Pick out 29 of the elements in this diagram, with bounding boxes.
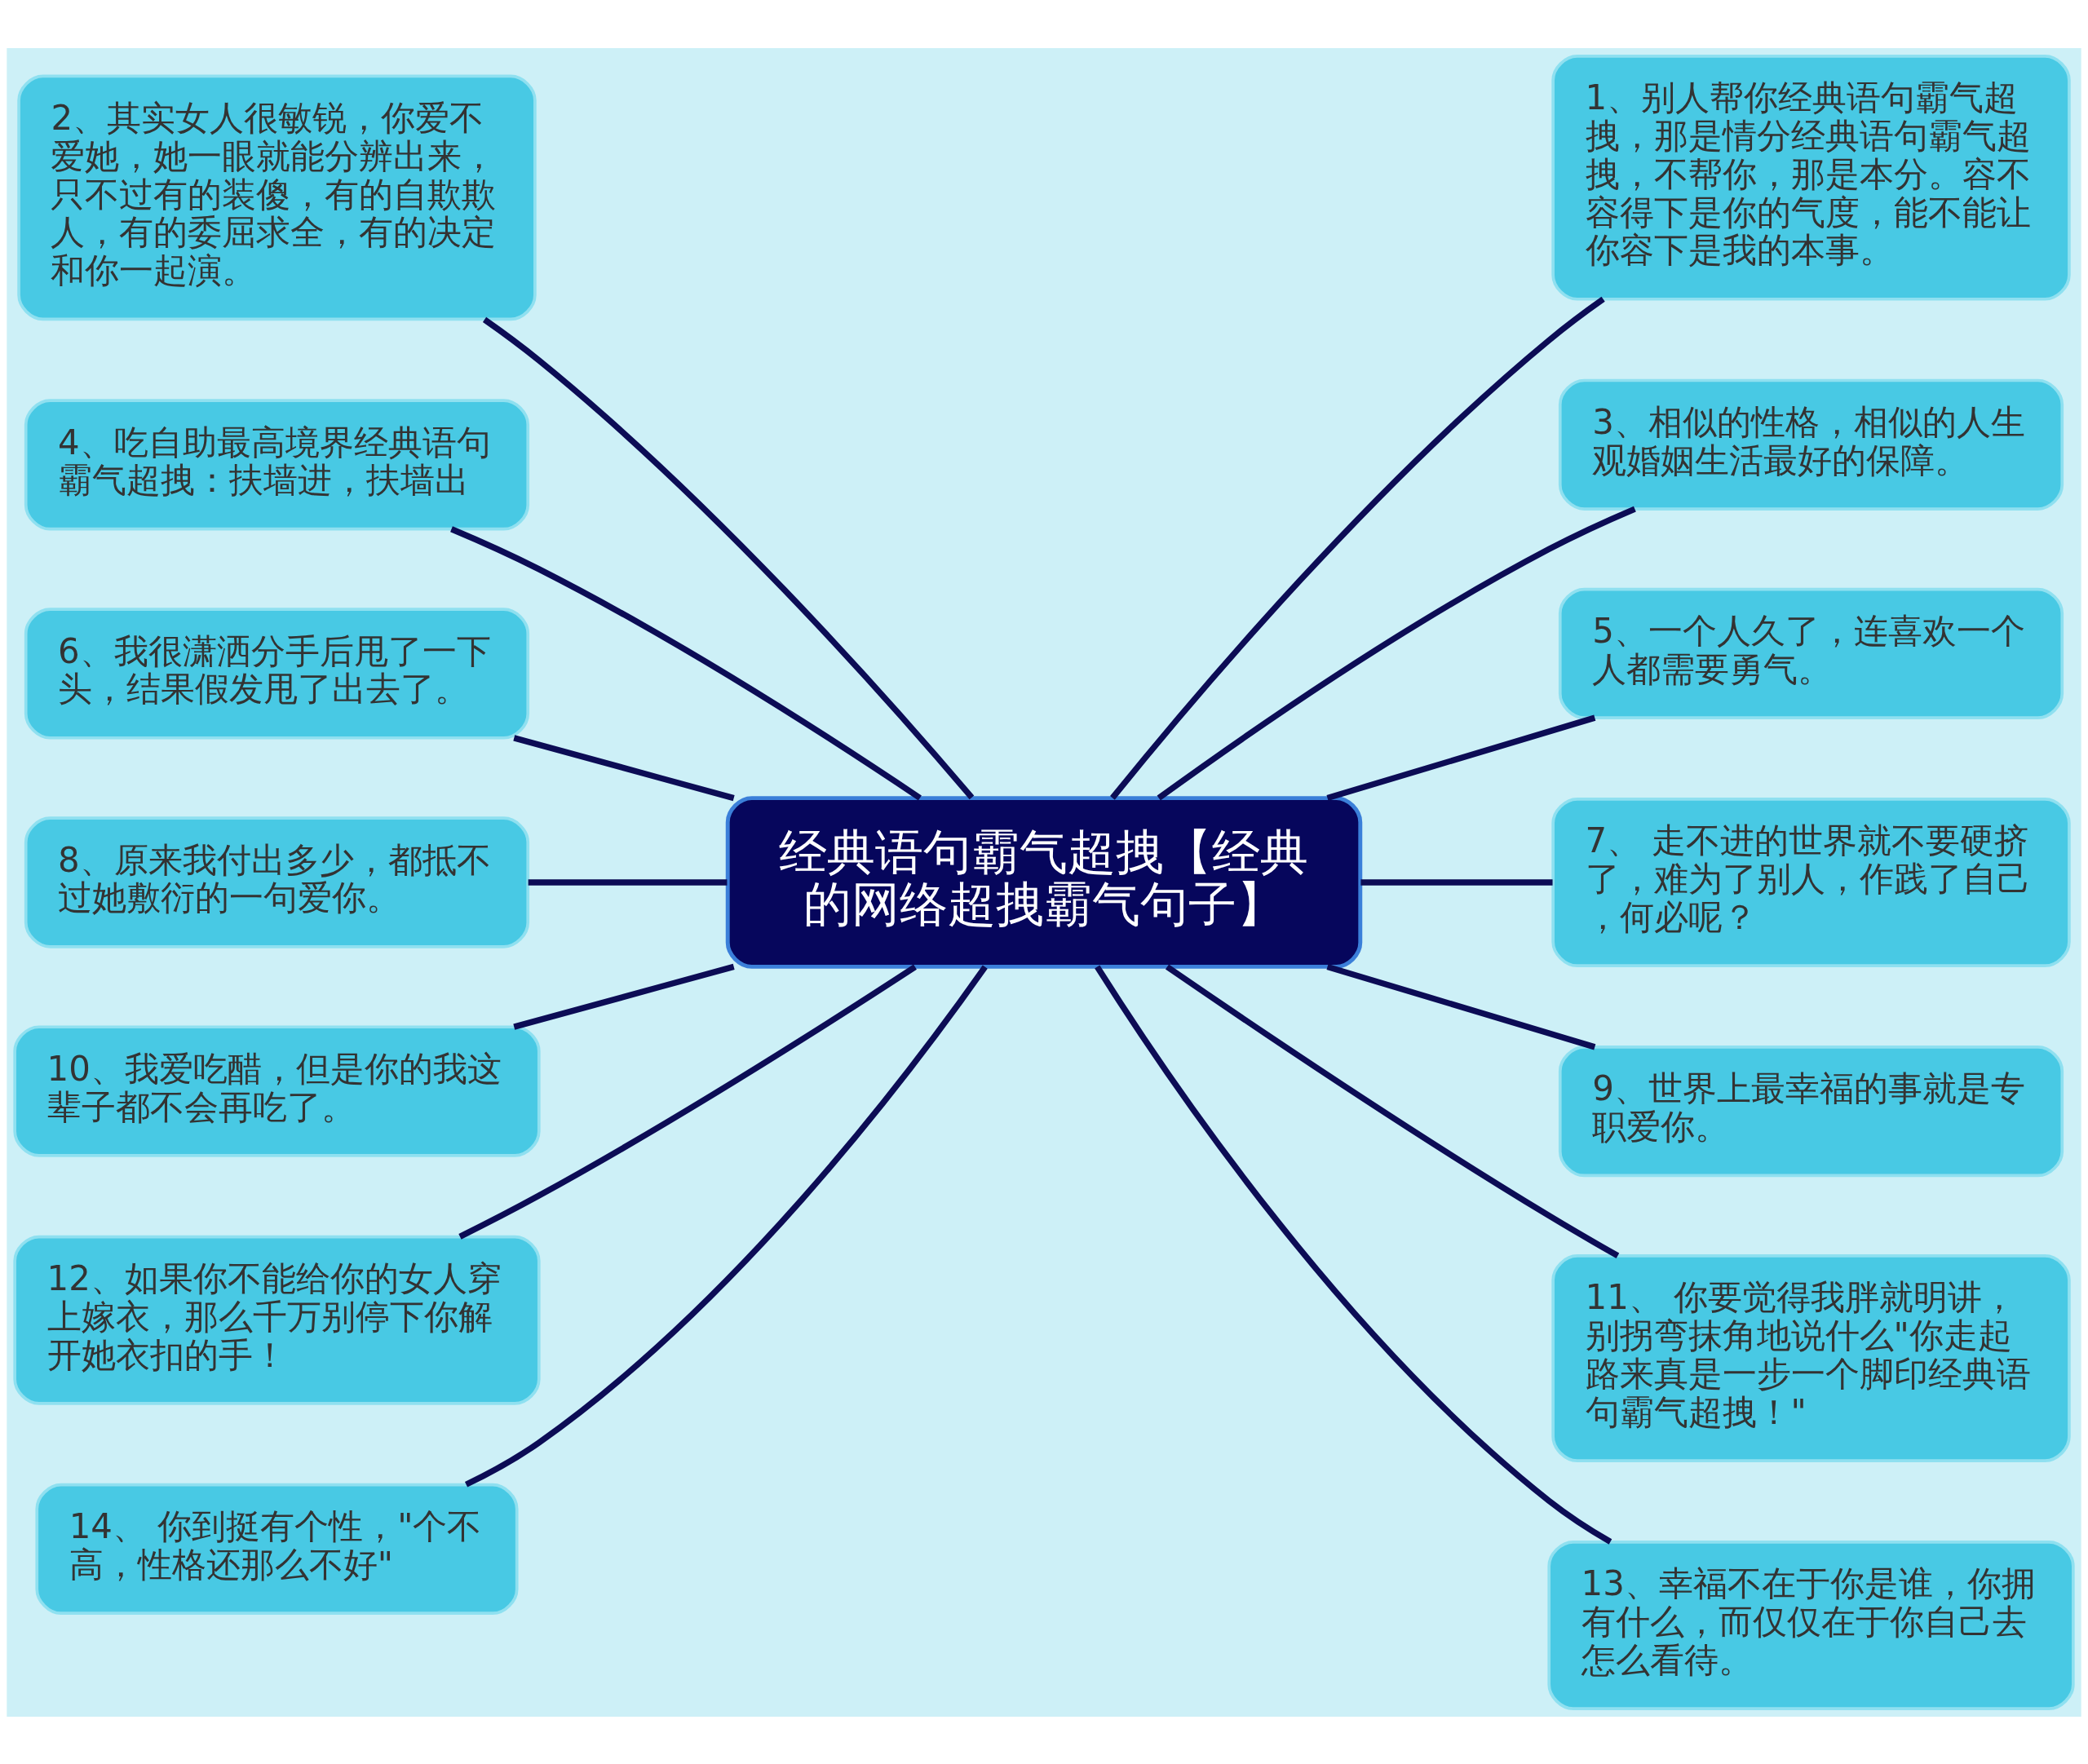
node-box: 10、我爱吃醋，但是你的我这辈子都不会再吃了。 (13, 1024, 541, 1157)
node-box: 9、世界上最幸福的事就是专职爱你。 (1558, 1045, 2064, 1177)
connector (1157, 506, 1636, 800)
connector (1110, 296, 1605, 800)
node-box: 6、我很潇洒分手后甩了一下头，结果假发甩了出去了。 (24, 607, 530, 740)
connector (1326, 714, 1596, 801)
node-box: 13、幸福不在于你是谁，你拥有什么，而仅仅在于你自己去怎么看待。 (1547, 1540, 2075, 1710)
connector (1095, 965, 1612, 1545)
connector (458, 963, 917, 1240)
node-box: 14、 你到挺有个性，"个不高，性格还那么不好" (35, 1483, 519, 1615)
node-box: 11、 你要觉得我胖就明讲，别拐弯抹角地说什么"你走起路来真是一步一个脚印经典语句霸气超拽！" (1551, 1253, 2071, 1462)
connector (482, 316, 975, 799)
node-box: 经典语句霸气超拽【经典的网络超拽霸气句子】 (725, 795, 1363, 969)
connector (1360, 878, 1553, 886)
node-box: 7、 走不进的世界就不要硬挤了，难为了别人，作践了自己，何必呢？ (1551, 797, 2071, 967)
node-box: 4、吃自助最高境界经典语句霸气超拽：扶墙进，扶墙出 (24, 398, 530, 530)
connector (464, 964, 988, 1488)
node-box: 5、一个人久了，连喜欢一个人都需要勇气。 (1558, 587, 2064, 719)
connector (528, 878, 728, 886)
connector (1165, 963, 1620, 1258)
connector (450, 525, 922, 800)
node-box: 3、相似的性格，相似的人生观婚姻生活最好的保障。 (1558, 378, 2064, 511)
node-box: 12、如果你不能给你的女人穿上嫁衣，那么千万别停下你解开她衣扣的手！ (13, 1235, 541, 1405)
node-box: 2、其实女人很敏锐，你爱不爱她，她一眼就能分辨出来，只不过有的装傻，有的自欺欺人，有的委屈求全，有的决定和你一起演。 (17, 74, 537, 321)
connector (1326, 963, 1596, 1050)
node-box: 8、原来我付出多少，都抵不过她敷衍的一句爱你。 (24, 816, 530, 948)
node-box: 1、别人帮你经典语句霸气超拽，那是情分经典语句霸气超拽，不帮你，那是本分。容不容得下是你的气度，能不能让你容下是我的本事。 (1551, 54, 2071, 301)
connector (513, 734, 735, 801)
connector (513, 963, 735, 1030)
